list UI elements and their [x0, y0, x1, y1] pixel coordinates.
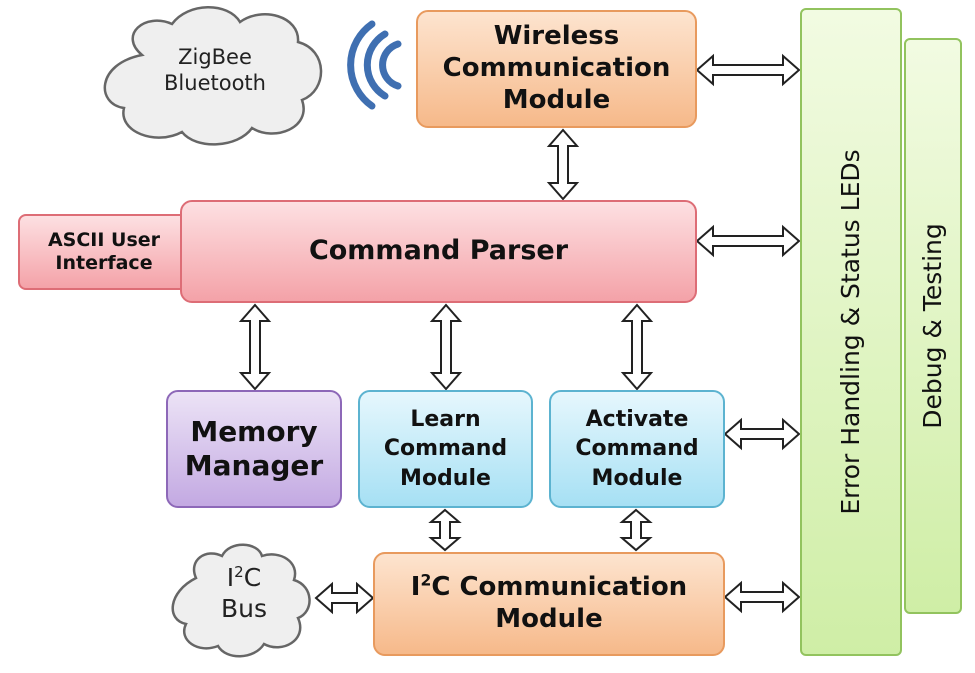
- module-line: Module: [502, 84, 611, 115]
- activate-command-module: Activate Command Module: [549, 390, 725, 508]
- error-handling-label: Error Handling & Status LEDs: [835, 149, 865, 515]
- debug-testing-panel: Debug & Testing: [904, 38, 962, 614]
- zigbee-cloud-label: ZigBee Bluetooth: [140, 44, 290, 97]
- i2c-bus-cloud-label: I2C Bus: [196, 562, 292, 625]
- cloud-text: I: [226, 563, 235, 592]
- module-line: ASCII User: [47, 228, 161, 251]
- double-arrow-icon: [723, 580, 801, 614]
- error-handling-panel: Error Handling & Status LEDs: [800, 8, 902, 656]
- memory-manager: Memory Manager: [166, 390, 342, 508]
- module-text: C Communication: [431, 572, 688, 603]
- double-arrow-icon: [238, 303, 272, 391]
- wifi-signal-icon: [347, 20, 402, 110]
- module-line: Interface: [55, 252, 153, 274]
- double-arrow-icon: [723, 417, 801, 451]
- i2c-communication-module: I2C Communication Module: [373, 552, 725, 656]
- module-label: Command Parser: [308, 235, 569, 267]
- double-arrow-icon: [695, 53, 801, 87]
- module-line: Memory: [190, 414, 318, 448]
- double-arrow-icon: [620, 303, 654, 391]
- module-line: Command: [575, 436, 699, 462]
- cloud-line: I2C: [196, 562, 292, 593]
- debug-testing-label: Debug & Testing: [917, 223, 947, 429]
- cloud-line: ZigBee: [178, 45, 252, 69]
- double-arrow-icon: [695, 224, 801, 258]
- module-text: I: [410, 572, 421, 603]
- command-parser: Command Parser: [180, 200, 697, 303]
- module-line: Manager: [184, 449, 324, 482]
- ascii-user-interface: ASCII User Interface: [18, 214, 190, 290]
- cloud-line: Bus: [220, 594, 268, 624]
- i2c-cloud-icon: [171, 543, 311, 658]
- module-line: I2C Communication: [411, 572, 687, 604]
- module-line: Activate: [585, 407, 689, 433]
- cloud-superscript: 2: [234, 563, 244, 581]
- module-line: Module: [400, 465, 491, 491]
- double-arrow-icon: [429, 303, 463, 391]
- cloud-line: Bluetooth: [164, 71, 266, 96]
- double-arrow-icon: [619, 508, 653, 552]
- module-line: Command: [383, 436, 508, 462]
- module-superscript: 2: [420, 571, 432, 590]
- module-line: Module: [591, 465, 683, 491]
- cloud-text: C: [243, 563, 262, 592]
- double-arrow-icon: [546, 128, 580, 201]
- module-line: Module: [495, 604, 603, 634]
- double-arrow-icon: [314, 581, 375, 615]
- module-line: Communication: [442, 53, 671, 84]
- double-arrow-icon: [428, 508, 462, 552]
- module-line: Learn: [410, 407, 481, 433]
- module-line: Wireless: [493, 21, 620, 52]
- zigbee-cloud-icon: [103, 6, 323, 146]
- wireless-communication-module: Wireless Communication Module: [416, 10, 697, 128]
- learn-command-module: Learn Command Module: [358, 390, 533, 508]
